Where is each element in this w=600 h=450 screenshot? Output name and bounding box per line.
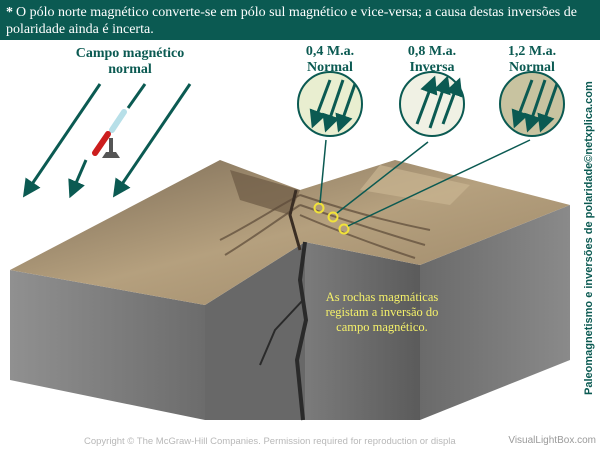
sample-circle-1	[298, 72, 362, 136]
compass-needle-icon	[95, 112, 124, 158]
field-arrow-3	[118, 84, 190, 190]
rock-caption: As rochas magmáticas registam a inversão…	[318, 290, 446, 335]
field-panel-line2: normal	[70, 62, 190, 78]
sample-circle-2	[400, 72, 464, 136]
sample-3-polarity: Normal	[492, 60, 572, 76]
caption-line2: registam a inversão do	[318, 305, 446, 320]
side-credit: Paleomagnetismo e inversões de polaridad…	[583, 81, 595, 395]
watermark: VisualLightBox.com	[508, 435, 596, 446]
caption-line3: campo magnético.	[318, 320, 446, 335]
copyright-notice: Copyright © The McGraw-Hill Companies. P…	[84, 436, 456, 447]
sample-2-polarity: Inversa	[392, 60, 472, 76]
field-panel-line1: Campo magnético	[70, 46, 190, 62]
sample-circle-3	[500, 72, 564, 136]
field-panel-title: Campo magnético normal	[70, 46, 190, 78]
sample-1-age: 0,4 M.a.	[290, 44, 370, 60]
field-arrow-2-bottom	[73, 160, 86, 190]
sample-label-1: 0,4 M.a. Normal	[290, 44, 370, 76]
sample-2-age: 0,8 M.a.	[392, 44, 472, 60]
field-arrow-1	[28, 84, 100, 190]
sample-1-polarity: Normal	[290, 60, 370, 76]
crust-block	[10, 160, 570, 420]
sample-label-3: 1,2 M.a. Normal	[492, 44, 572, 76]
sample-label-2: 0,8 M.a. Inversa	[392, 44, 472, 76]
field-arrow-2-top	[128, 84, 145, 108]
sample-3-age: 1,2 M.a.	[492, 44, 572, 60]
caption-line1: As rochas magmáticas	[318, 290, 446, 305]
